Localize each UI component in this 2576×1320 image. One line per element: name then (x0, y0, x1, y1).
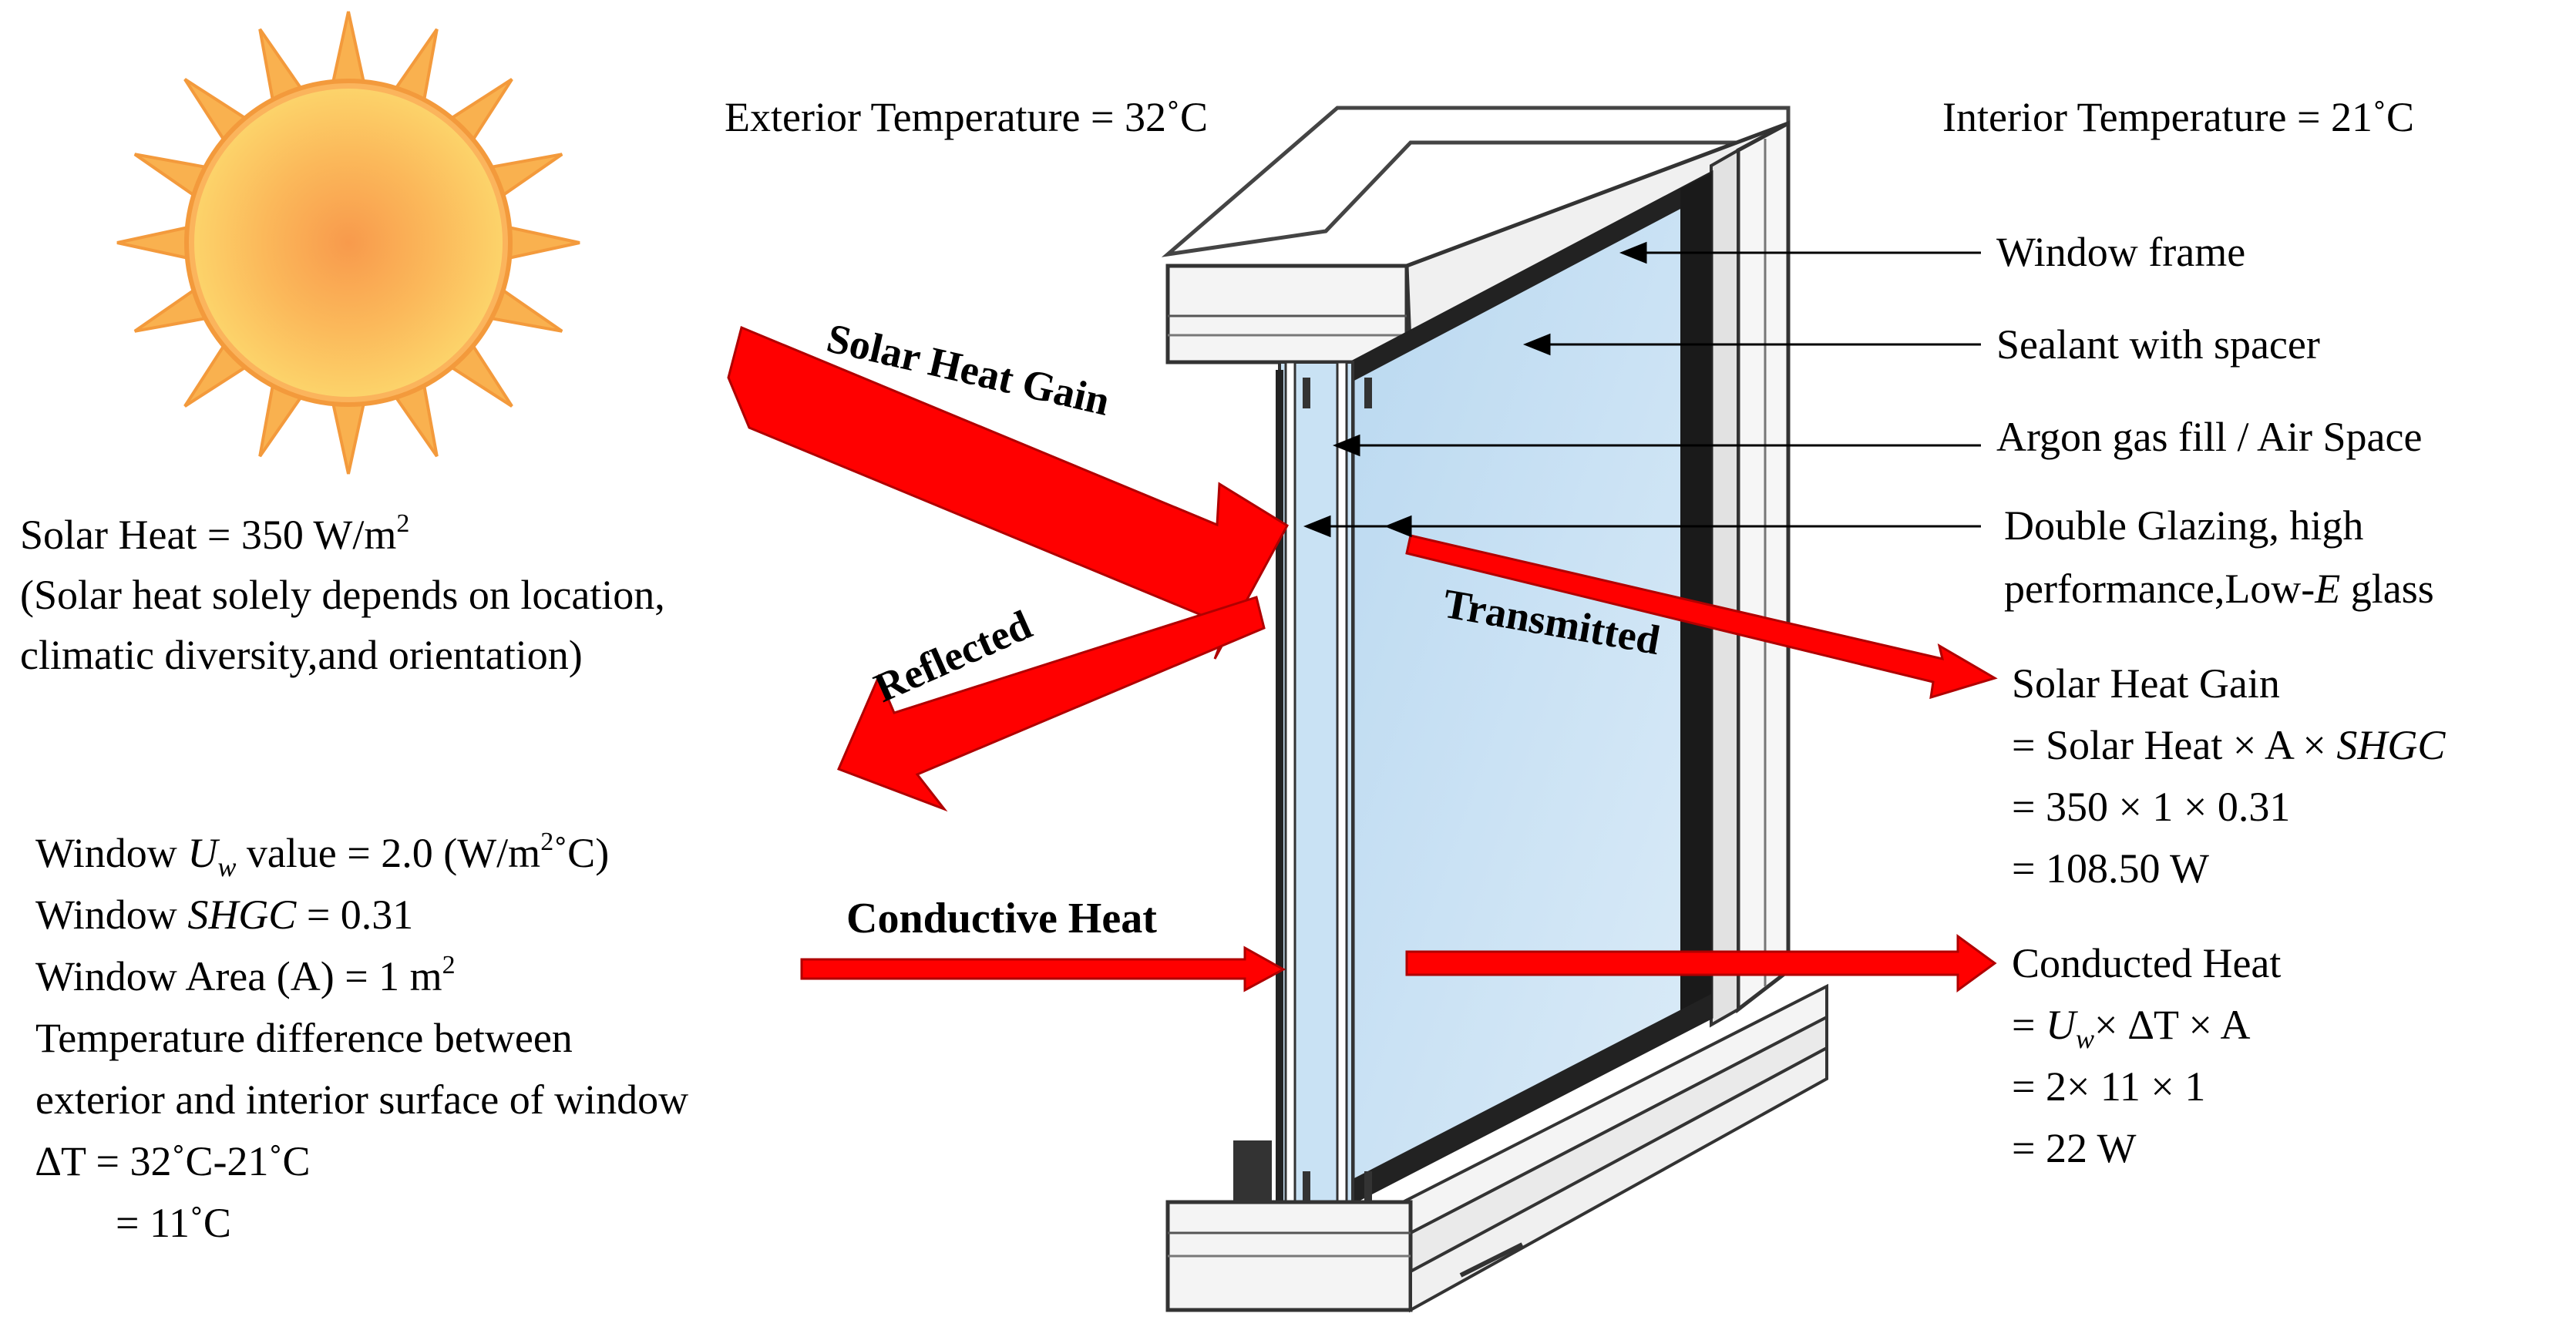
solar-note-line-2: climatic diversity,and orientation) (20, 632, 583, 678)
glazing-label-line-1: Double Glazing, high (2004, 502, 2363, 549)
sun-core (194, 89, 503, 397)
window-frame-label: Window frame (1996, 229, 2245, 275)
sun-ray (499, 223, 580, 262)
conducted-heat-arrow-out (1405, 934, 1997, 993)
arrows (727, 325, 1998, 993)
solar-heat-value: Solar Heat = 350 W/m2 (20, 509, 409, 558)
spacer-top (1303, 378, 1310, 408)
callout-lines (1303, 241, 1981, 538)
uw-value-label: Window Uw value = 2.0 (W/m2˚C) (35, 828, 609, 882)
temp-diff-line-2: exterior and interior surface of window (35, 1076, 688, 1123)
sun-ray (329, 394, 368, 475)
gain-calc-line-2: = 350 × 1 × 0.31 (2012, 784, 2290, 830)
conducted-calc-line-3: = 22 W (2012, 1125, 2136, 1171)
window-lintel (1165, 264, 1409, 364)
sun-ray (116, 223, 197, 262)
delta-t-line-1: ∆T = 32˚C-21˚C (35, 1138, 310, 1184)
labels: Exterior Temperature = 32˚C Interior Tem… (20, 94, 2446, 1246)
glazing-pane-inner (1336, 361, 1348, 1211)
conducted-calc-line-2: = 2× 11 × 1 (2012, 1063, 2205, 1110)
conducted-calc-title: Conducted Heat (2012, 940, 2281, 986)
sun-icon (116, 11, 580, 475)
delta-t-line-2: = 11˚C (116, 1200, 231, 1246)
gain-calc-title: Solar Heat Gain (2012, 660, 2280, 707)
sun-ray (329, 11, 368, 92)
gain-calc-line-3: = 108.50 W (2012, 845, 2209, 892)
window-area-label: Window Area (A) = 1 m2 (35, 951, 456, 999)
solar-heat-gain-arrow (727, 325, 1289, 660)
exterior-temp-label: Exterior Temperature = 32˚C (725, 94, 1208, 140)
conductive-heat-arrow-in (800, 945, 1286, 993)
reflected-arrow (836, 596, 1266, 812)
window-illustration (1161, 106, 1828, 1313)
conductive-heat-label: Conductive Heat (846, 895, 1157, 942)
shgc-value-label: Window SHGC = 0.31 (35, 892, 413, 938)
glazing-pane-outer (1284, 361, 1296, 1211)
temp-diff-line-1: Temperature difference between (35, 1015, 573, 1061)
window-frame-right (1736, 119, 1791, 1014)
argon-label: Argon gas fill / Air Space (1996, 414, 2422, 460)
transmitted-arrow (1405, 534, 1998, 700)
interior-temp-label: Interior Temperature = 21˚C (1942, 94, 2414, 140)
sealant-label: Sealant with spacer (1996, 321, 2320, 368)
glazing-label-line-2: performance,Low-E glass (2004, 566, 2434, 612)
gain-calc-line-1: = Solar Heat × A × SHGC (2012, 722, 2446, 768)
solar-note-line-1: (Solar heat solely depends on location, (20, 572, 665, 618)
conducted-calc-line-1: = Uw× ∆T × A (2012, 1002, 2250, 1054)
